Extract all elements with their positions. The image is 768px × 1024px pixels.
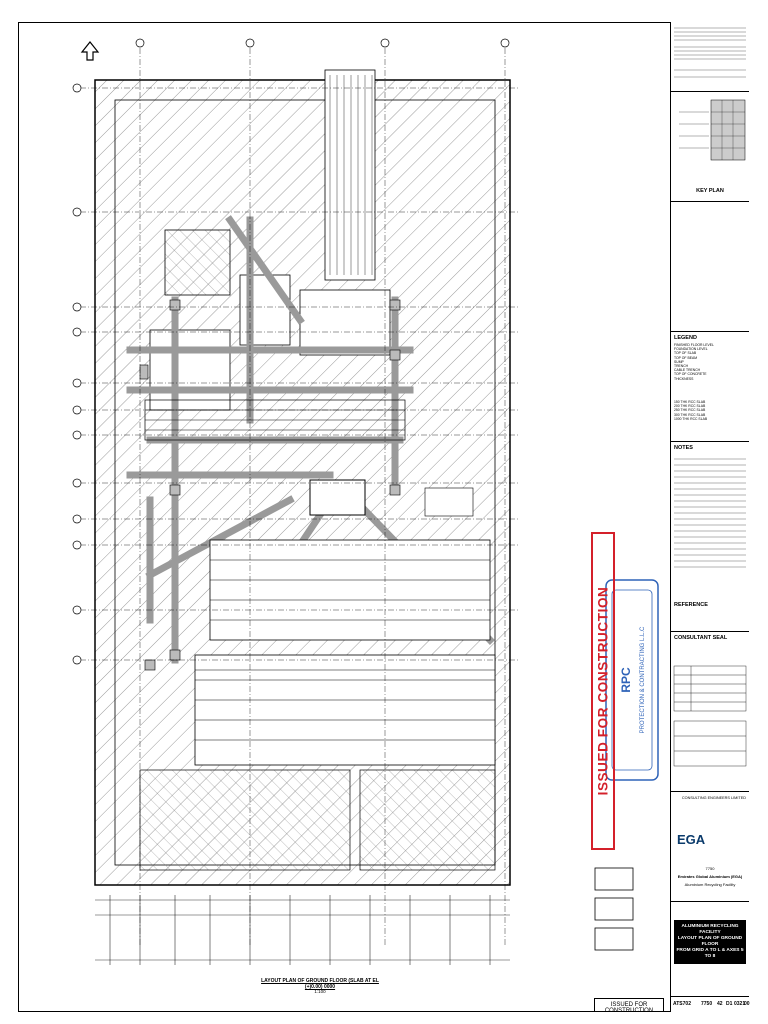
facility-name: Aluminium Recycling Facility xyxy=(684,882,736,887)
legend-fill-item: 300 THK RCC SLAB xyxy=(674,412,706,417)
svg-text:RPC: RPC xyxy=(619,667,633,693)
notes-heading: NOTES xyxy=(674,445,693,451)
legend-item: SUMP xyxy=(674,359,684,364)
tb-blank xyxy=(671,202,749,332)
client-full-name: Emirates Global Aluminium (EGA) xyxy=(677,874,743,879)
legend-item: TOP OF SLAB xyxy=(674,351,697,356)
legend-fill-item: 250 THK RCC SLAB xyxy=(674,408,706,413)
legend-item: THICKNESS xyxy=(674,376,694,381)
revisions-section: CONSULTANT SEAL xyxy=(671,632,749,792)
issued-box: ISSUED FOR CONSTRUCTION xyxy=(594,998,664,1014)
north-arrow-icon xyxy=(80,41,100,61)
legend-item: TOP OF CONCRETE xyxy=(674,372,707,377)
drawing-rev-a: D1 xyxy=(726,1001,733,1007)
drawing-ref: 7750 xyxy=(701,1001,713,1007)
legend-item: TOP OF BEAM xyxy=(674,355,698,360)
drawing-rev-b: 0321 xyxy=(734,1001,746,1007)
client-logo: EGA xyxy=(677,832,706,847)
legend-fill-item: 1000 THK RCC SLAB xyxy=(674,416,708,421)
issued-for-construction-text: ISSUED FOR CONSTRUCTION xyxy=(595,586,611,796)
drawing-number-row: ATS702 7750 42 D1 0321 00 xyxy=(671,997,750,1012)
company-section: CONSULTING ENGINEERS LIMITED EGA 7750 Em… xyxy=(671,792,749,902)
drawing-scale: 1:100 xyxy=(314,989,326,994)
issued-for-construction-stamp: ISSUED FOR CONSTRUCTION xyxy=(591,532,615,850)
legend-item: TRENCH xyxy=(674,364,689,369)
svg-text:PROTECTION & CONTRACTING L.L.C: PROTECTION & CONTRACTING L.L.C xyxy=(640,626,646,733)
legend-fill-item: 200 THK RCC SLAB xyxy=(674,404,706,409)
legend-heading: LEGEND xyxy=(674,335,697,341)
drawing-rev-c: 00 xyxy=(744,1001,750,1007)
legend-section: LEGEND FINISHED FLOOR LEVEL FOUNDATION L… xyxy=(671,332,749,442)
title-line-1: ALUMINIUM RECYCLING FACILITY xyxy=(681,924,739,935)
title-section: ALUMINIUM RECYCLING FACILITY LAYOUT PLAN… xyxy=(671,902,749,997)
ref-number: 7750 xyxy=(705,866,715,871)
issued-box-label: ISSUED FOR CONSTRUCTION xyxy=(604,1002,654,1014)
contractor-stamp: RPC PROTECTION & CONTRACTING L.L.C xyxy=(605,579,659,781)
consultant-name: CONSULTING ENGINEERS LIMITED xyxy=(681,796,746,800)
key-plan-label: KEY PLAN xyxy=(696,188,724,194)
revisions-heading: CONSULTANT SEAL xyxy=(674,635,728,641)
title-line-2: LAYOUT PLAN OF GROUND FLOOR xyxy=(677,936,743,947)
notes-section: NOTES REFERENCE xyxy=(671,442,749,632)
legend-item: FOUNDATION LEVEL xyxy=(674,347,708,352)
legend-item: FINISHED FLOOR LEVEL xyxy=(674,343,714,347)
legend-fill-item: 150 THK RCC SLAB xyxy=(674,400,706,404)
drawing-title: LAYOUT PLAN OF GROUND FLOOR (SLAB AT EL … xyxy=(261,978,379,990)
title-block: KEY PLAN LEGEND FINISHED FLOOR LEVEL FOU… xyxy=(670,22,750,1012)
key-plan-section: KEY PLAN xyxy=(671,92,749,202)
title-line-3: FROM GRID A TO L & AXES 5 TO 8 xyxy=(676,948,744,959)
drawing-sheet-no: 42 xyxy=(717,1001,723,1007)
tb-notes-top xyxy=(671,22,749,92)
legend-item: CABLE TRENCH xyxy=(674,368,701,373)
reference-heading: REFERENCE xyxy=(674,602,708,608)
drawing-code: ATS702 xyxy=(673,1001,691,1007)
